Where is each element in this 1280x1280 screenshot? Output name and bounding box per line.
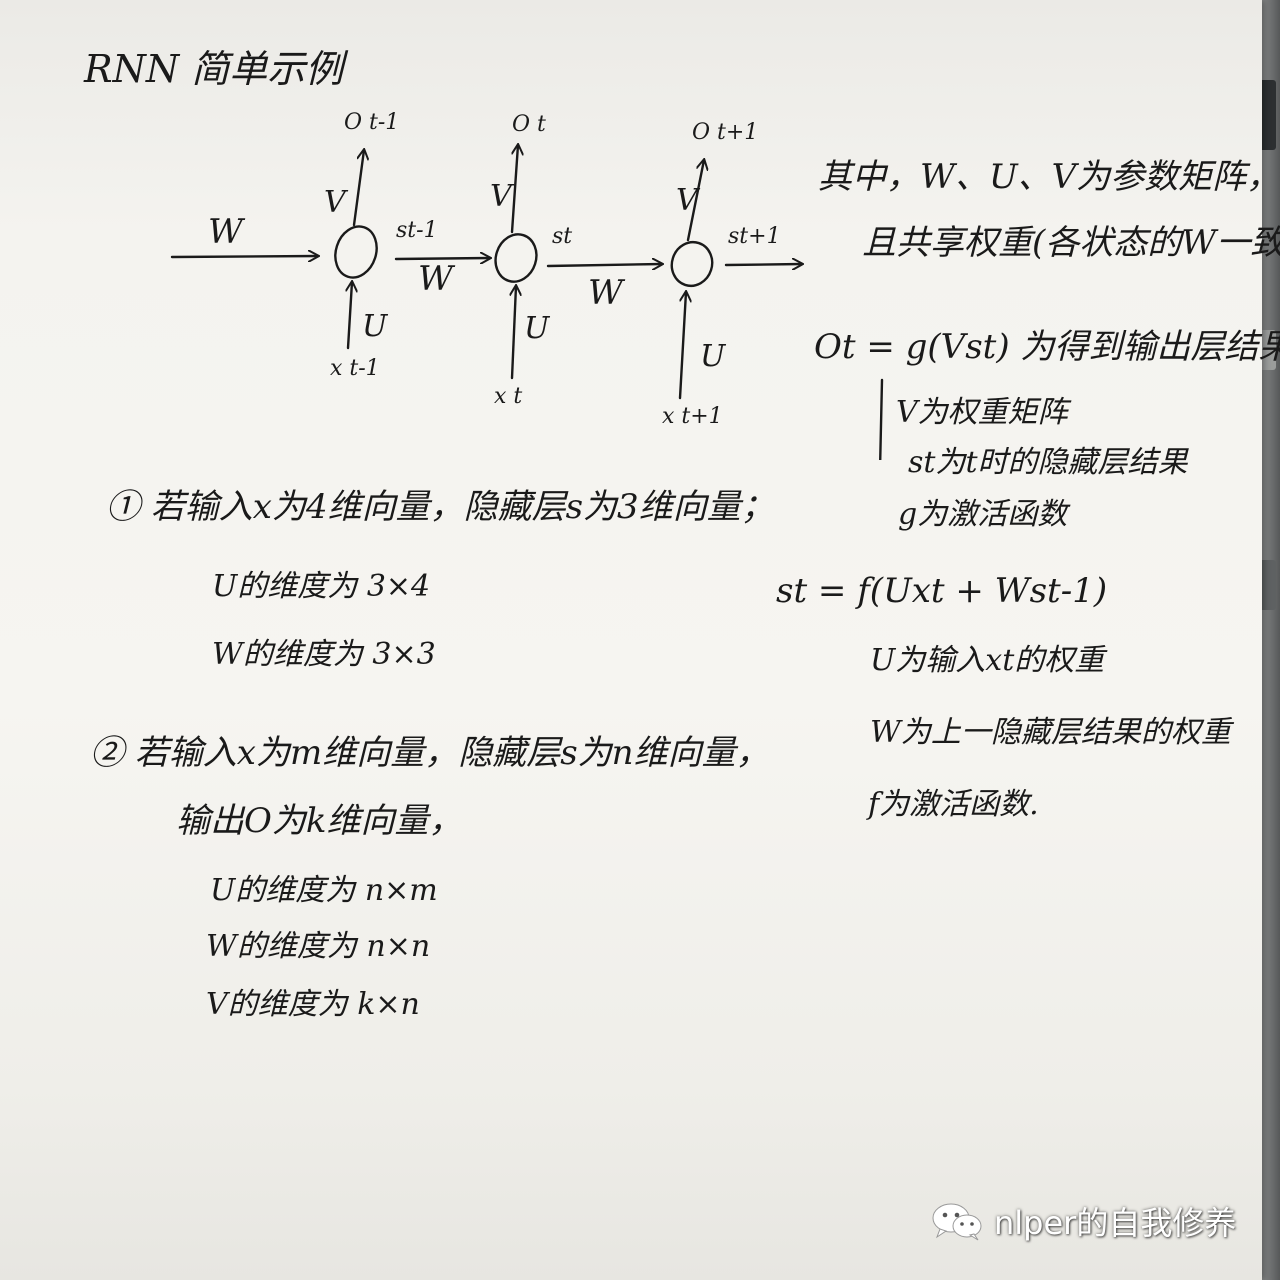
case2-item-1: U的维度为 n×m xyxy=(210,873,438,908)
case2-item-3: V的维度为 k×n xyxy=(206,987,420,1022)
input-label-1: x t-1 xyxy=(330,356,380,381)
output-label-1: O t-1 xyxy=(344,110,400,135)
input-label-3: x t+1 xyxy=(662,404,723,429)
case2-heading-line1: ② 若输入x为m维向量，隐藏层s为n维向量， xyxy=(90,733,770,773)
params-note-line2: 且共享权重(各状态的W一致) xyxy=(862,223,1280,263)
wechat-icon xyxy=(932,1203,982,1241)
input-label-2: x t xyxy=(494,384,523,409)
output-arrow-1 xyxy=(352,150,364,227)
recurrent-arrow-2 xyxy=(546,264,662,266)
output-formula-item-1: V为权重矩阵 xyxy=(896,395,1068,430)
state-formula-item-3: f为激活函数. xyxy=(868,787,1039,822)
input-arrow-2 xyxy=(512,286,516,380)
u-label-2: U xyxy=(524,311,550,346)
output-state-arrow xyxy=(724,264,802,265)
output-label-2: O t xyxy=(512,112,546,137)
state-formula: st = f(Uxt + Wst-1) xyxy=(776,571,1108,611)
v-label-2: V xyxy=(490,179,512,214)
state-formula-item-1: U为输入xt的权重 xyxy=(870,643,1105,678)
v-label-1: V xyxy=(324,185,346,220)
case1-heading: ① 若输入x为4维向量，隐藏层s为3维向量； xyxy=(106,487,775,527)
input-weight-label: W xyxy=(208,212,243,252)
case1-item-2: W的维度为 3×3 xyxy=(212,637,436,672)
u-label-1: U xyxy=(362,309,388,344)
state-node-2 xyxy=(494,233,538,283)
case1-item-1: U的维度为 3×4 xyxy=(212,569,431,604)
state-label-1: st-1 xyxy=(396,218,438,243)
input-arrow xyxy=(170,256,318,257)
output-formula-item-2: st为t时的隐藏层结果 xyxy=(908,445,1188,480)
recurrent-arrow-1 xyxy=(394,258,490,259)
state-node-3 xyxy=(670,240,714,288)
state-label-3: st+1 xyxy=(728,224,781,249)
rnn-diagram xyxy=(170,0,884,460)
output-formula-item-3: g为激活函数 xyxy=(898,497,1068,532)
params-note-line1: 其中，W、U、V为参数矩阵， xyxy=(818,157,1280,197)
watermark-text: nlper的自我修养 xyxy=(994,1204,1237,1242)
input-arrow-1 xyxy=(348,282,352,350)
output-arrow-3 xyxy=(686,160,704,242)
case2-item-2: W的维度为 n×n xyxy=(206,929,431,964)
output-label-3: O t+1 xyxy=(692,120,759,145)
v-label-3: V xyxy=(676,183,698,218)
output-formula: Ot = g(Vst) 为得到输出层结果 xyxy=(814,327,1280,367)
state-formula-item-2: W为上一隐藏层结果的权重 xyxy=(870,715,1231,750)
recurrent-label-1: W xyxy=(418,259,453,299)
output-arrow-2 xyxy=(510,145,518,234)
u-label-3: U xyxy=(700,339,726,374)
input-arrow-3 xyxy=(678,292,686,400)
recurrent-label-2: W xyxy=(588,273,623,313)
state-label-2: st xyxy=(552,224,573,249)
case2-heading-line2: 输出O为k维向量， xyxy=(176,801,463,841)
watermark: nlper的自我修养 xyxy=(930,1196,1236,1246)
state-node-1 xyxy=(334,225,378,279)
page-title: RNN 简单示例 xyxy=(84,47,344,91)
